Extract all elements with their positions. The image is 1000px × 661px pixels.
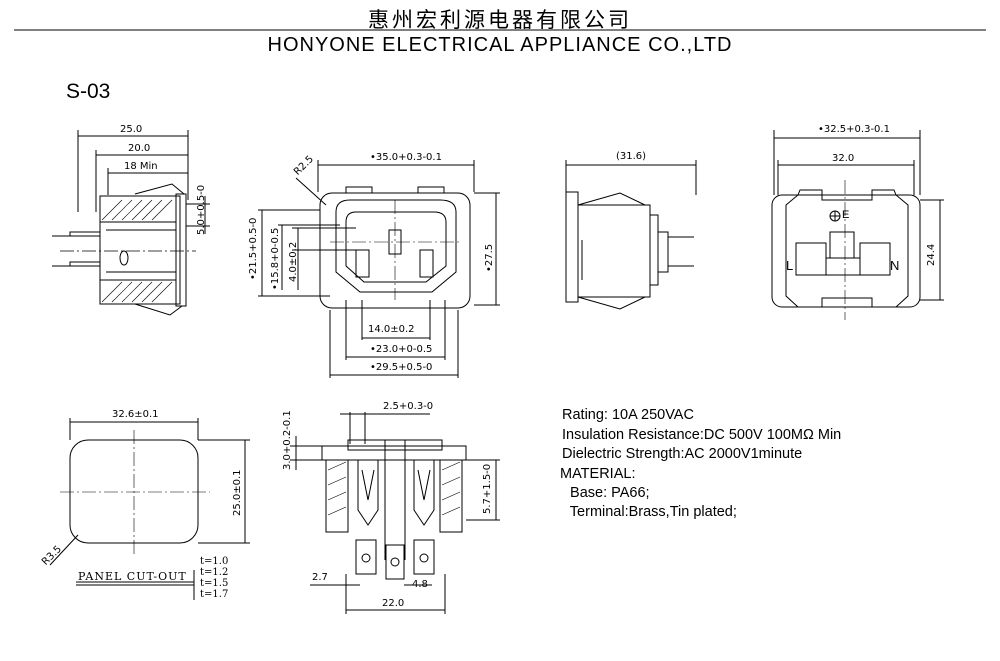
- spec-terminal: Terminal:Brass,Tin plated;: [562, 504, 737, 520]
- side-dim-25: 25.0: [120, 124, 143, 135]
- front-dim-23: •23.0+0-0.5: [370, 344, 433, 355]
- panel-thickness-4: t=1.7: [200, 589, 229, 600]
- section-dim-2-7: 2.7: [312, 572, 328, 583]
- profile-view: [565, 160, 697, 310]
- rear-neutral-label: N: [890, 258, 900, 273]
- panel-thickness-3: t=1.5: [200, 578, 229, 589]
- front-dim-width: •35.0+0.3-0.1: [370, 152, 442, 163]
- spec-dielectric: Dielectric Strength:AC 2000V1minute: [562, 446, 803, 462]
- panel-thickness-2: t=1.2: [200, 567, 229, 578]
- front-dim-14: 14.0±0.2: [368, 324, 415, 335]
- section-dim-3: 3.0+0.2-0.1: [282, 410, 293, 470]
- section-dim-4-8: 4.8: [412, 579, 428, 590]
- company-name-english: HONYONE ELECTRICAL APPLIANCE CO.,LTD: [267, 34, 733, 56]
- panel-cutout-title: PANEL CUT-OUT: [78, 570, 187, 583]
- panel-cutout: [49, 418, 250, 600]
- rear-view: [771, 130, 944, 320]
- front-dim-29-5: •29.5+0.5-0: [370, 362, 433, 373]
- panel-dim-width: 32.6±0.1: [112, 409, 159, 420]
- front-dim-height: •27.5: [484, 243, 495, 272]
- front-dim-4: 4.0±0.2: [288, 241, 299, 282]
- side-dim-20: 20.0: [128, 143, 151, 154]
- model-number: S-03: [66, 80, 111, 103]
- rear-dim-32: 32.0: [832, 153, 855, 164]
- spec-rating: Rating: 10A 250VAC: [562, 407, 694, 423]
- rear-line-label: L: [786, 258, 794, 273]
- section-dim-22: 22.0: [382, 598, 405, 609]
- spec-insulation: Insulation Resistance:DC 500V 100MΩ Min: [562, 427, 842, 443]
- front-view: [258, 160, 500, 378]
- side-dim-5: 5.0+0.5-0: [196, 184, 207, 235]
- rear-earth-label: E: [842, 209, 850, 221]
- side-dim-18: 18 Min: [124, 161, 158, 172]
- spec-base: Base: PA66;: [562, 485, 650, 501]
- section-dim-2-5: 2.5+0.3-0: [383, 401, 434, 412]
- section-dim-5-7: 5.7+1.5-0: [482, 463, 493, 514]
- front-dim-21-5: •21.5+0.5-0: [248, 217, 259, 280]
- section-view: [290, 412, 500, 614]
- front-dim-15-8: •15.8+0-0.5: [270, 227, 281, 290]
- panel-thickness-1: t=1.0: [200, 556, 229, 567]
- profile-dim-depth: (31.6): [616, 151, 647, 162]
- panel-dim-height: 25.0±0.1: [232, 469, 243, 516]
- company-name-chinese: 惠州宏利源电器有限公司: [368, 8, 632, 32]
- rear-dim-24-4: 24.4: [926, 243, 937, 266]
- side-view: [52, 130, 210, 316]
- spec-material-heading: MATERIAL:: [560, 466, 636, 482]
- rear-dim-32-5: •32.5+0.3-0.1: [818, 124, 890, 135]
